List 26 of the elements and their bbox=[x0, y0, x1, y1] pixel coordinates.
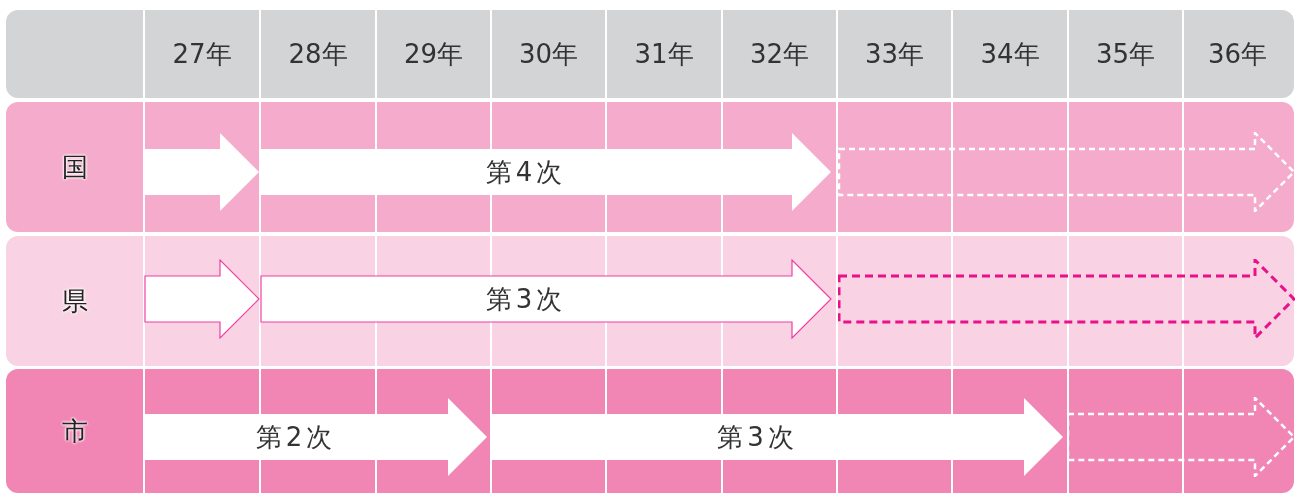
year-label: 34年 bbox=[979, 37, 1041, 71]
year-label: 30年 bbox=[517, 37, 580, 71]
year-label: 31年 bbox=[633, 37, 695, 71]
plan-period-bar bbox=[144, 259, 260, 339]
dashed-period-bar bbox=[838, 259, 1295, 339]
year-label: 28年 bbox=[287, 37, 349, 71]
year-label: 36年 bbox=[1206, 37, 1269, 71]
year-label: 33年 bbox=[863, 37, 926, 71]
plan-period-bar bbox=[260, 259, 832, 339]
year-label: 35年 bbox=[1094, 37, 1157, 71]
period-label: 第2次 bbox=[255, 420, 337, 454]
period-label: 第4次 bbox=[485, 155, 567, 189]
period-label: 第3次 bbox=[485, 282, 567, 316]
row-header-label: 県 bbox=[62, 284, 88, 318]
plan-period-bar bbox=[144, 132, 260, 212]
row-header-label: 国 bbox=[62, 150, 88, 184]
year-label: 29年 bbox=[402, 37, 465, 71]
row-header-label: 市 bbox=[62, 414, 88, 448]
plan-period-bar bbox=[491, 397, 1064, 477]
plan-period-bar bbox=[260, 132, 832, 212]
year-label: 27年 bbox=[171, 37, 233, 71]
plan-period-bar bbox=[144, 397, 488, 477]
year-label: 32年 bbox=[748, 37, 811, 71]
period-label: 第3次 bbox=[717, 420, 798, 454]
dashed-period-bar bbox=[838, 132, 1295, 212]
dashed-period-bar bbox=[1067, 397, 1295, 477]
